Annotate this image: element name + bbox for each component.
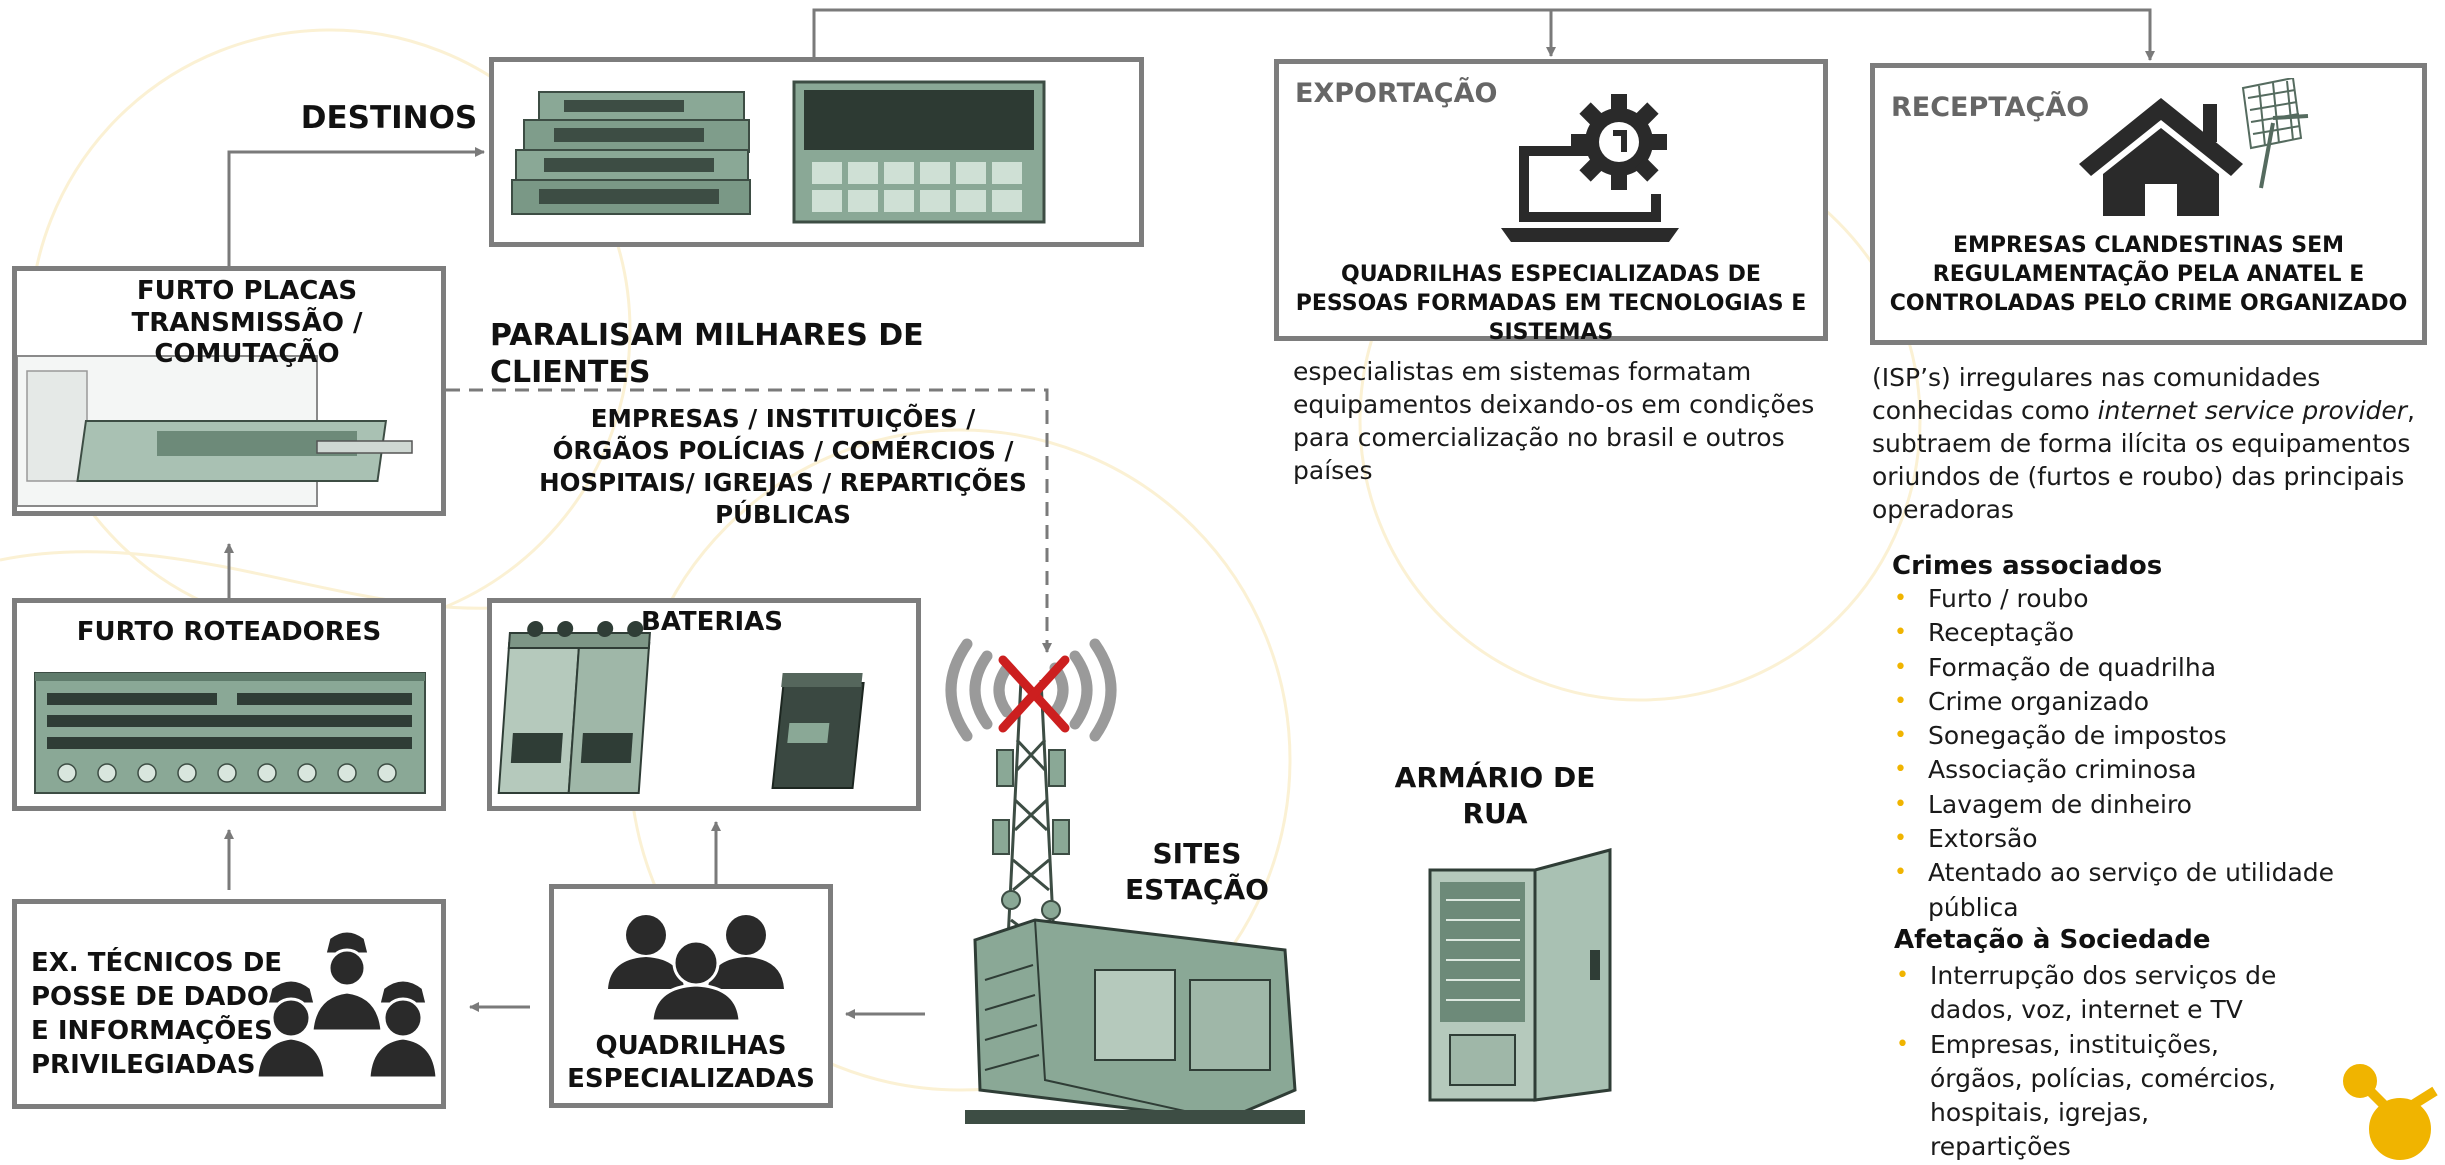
afetacao-item: Interrupção dos serviços de dados, voz, … xyxy=(1894,959,2294,1028)
crime-item: Crime organizado xyxy=(1892,685,2432,720)
batteries-image xyxy=(497,621,865,794)
furto-roteadores-label: FURTO ROTEADORES xyxy=(76,617,382,647)
crimes-list: Furto / roubo Receptação Formação de qua… xyxy=(1892,582,2432,925)
exportacao-box[interactable]: EXPORTAÇÃO QUADRILHAS ESPECIALIZADAS DE … xyxy=(1274,59,1828,345)
receptacao-caption: EMPRESAS CLANDESTINAS SEM REGULAMENTAÇÃO… xyxy=(1889,233,2408,316)
crime-item: Associação criminosa xyxy=(1892,753,2432,788)
crime-item: Furto / roubo xyxy=(1892,582,2432,617)
exportacao-tag: EXPORTAÇÃO xyxy=(1295,78,1498,109)
baterias-label: BATERIAS xyxy=(641,607,783,637)
exportacao-caption: QUADRILHAS ESPECIALIZADAS DE PESSOAS FOR… xyxy=(1295,262,1807,345)
crime-item: Formação de quadrilha xyxy=(1892,651,2432,686)
paralisam-headline: PARALISAM MILHARES DE CLIENTES xyxy=(490,318,924,390)
transmission-card-image xyxy=(17,355,413,507)
afetacao-item: Empresas, instituições, órgãos, polícias… xyxy=(1894,1028,2294,1165)
ex-tecnicos-box[interactable]: EX. TÉCNICOS DE POSSE DE DADOS E INFORMA… xyxy=(12,899,446,1109)
crimes-title: Crimes associados xyxy=(1892,551,2163,581)
armario-label: ARMÁRIO DE RUA xyxy=(1394,761,1596,830)
furto-placas-box[interactable]: FURTO PLACAS TRANSMISSÃO / COMUTAÇÃO xyxy=(12,266,446,516)
destinos-equipment-box[interactable] xyxy=(489,57,1144,247)
receptacao-description-post: , subtraem de forma ilícita os equipamen… xyxy=(1872,396,2415,524)
street-cabinet-image xyxy=(1428,848,1612,1102)
afetacao-title: Afetação à Sociedade xyxy=(1894,925,2211,955)
group-people-icon xyxy=(608,915,784,1021)
crime-item: Sonegação de impostos xyxy=(1892,719,2432,754)
furto-roteadores-box[interactable]: FURTO ROTEADORES xyxy=(12,598,446,811)
receptacao-description-pre: (ISP’s) irregulares nas comunidades conh… xyxy=(1872,363,2321,425)
destinos-label: DESTINOS xyxy=(300,100,478,136)
cell-tower-station-image xyxy=(945,638,1305,1124)
exportacao-description: especialistas em sistemas formatam equip… xyxy=(1293,357,1815,485)
receptacao-box[interactable]: RECEPTAÇÃO EMPRESAS CLANDESTINAS SEM REG… xyxy=(1870,63,2427,345)
workers-helmet-icon xyxy=(257,929,437,1080)
crime-item: Atentado ao serviço de utilidade pública xyxy=(1892,856,2432,925)
crime-item: Lavagem de dinheiro xyxy=(1892,788,2432,823)
affected-clients-text: EMPRESAS / INSTITUIÇÕES / ÓRGÃOS POLÍCIA… xyxy=(539,404,1027,529)
furto-placas-label: FURTO PLACAS TRANSMISSÃO / COMUTAÇÃO xyxy=(131,276,363,370)
sites-estacao-label: SITES ESTAÇÃO xyxy=(1125,837,1269,906)
house-antenna-icon xyxy=(2079,78,2309,216)
laptop-gear-icon xyxy=(1501,94,1679,242)
network-switches-image xyxy=(511,80,1046,224)
receptacao-description-italic: internet service provider xyxy=(2097,396,2408,425)
quadrilhas-label: QUADRILHAS ESPECIALIZADAS xyxy=(567,1031,815,1094)
receptacao-tag: RECEPTAÇÃO xyxy=(1891,92,2090,123)
quadrilhas-box[interactable]: QUADRILHAS ESPECIALIZADAS xyxy=(549,884,833,1108)
brand-node-logo xyxy=(2343,1064,2438,1160)
crime-item: Receptação xyxy=(1892,616,2432,651)
crime-item: Extorsão xyxy=(1892,822,2432,857)
afetacao-list: Interrupção dos serviços de dados, voz, … xyxy=(1894,959,2294,1165)
baterias-box[interactable]: BATERIAS xyxy=(487,598,921,811)
ex-tecnicos-label: EX. TÉCNICOS DE POSSE DE DADOS E INFORMA… xyxy=(31,948,288,1080)
receptacao-description: (ISP’s) irregulares nas comunidades conh… xyxy=(1872,361,2432,526)
router-chassis-image xyxy=(34,672,426,794)
